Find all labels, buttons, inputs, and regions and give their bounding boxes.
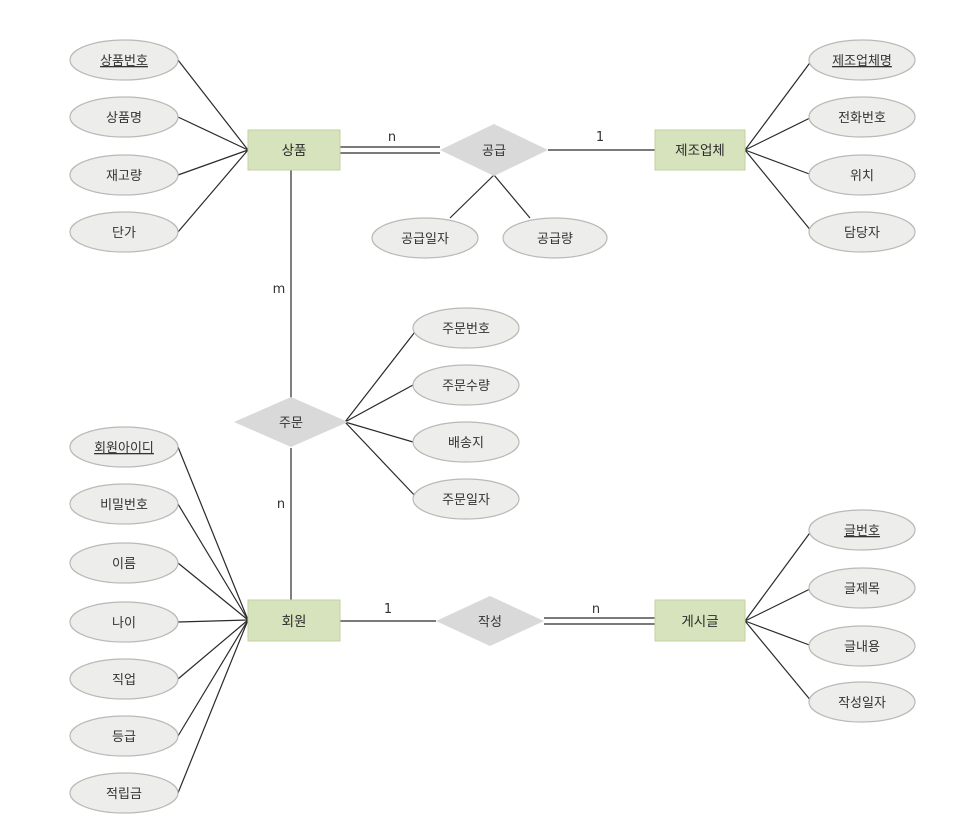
attribute-location-label: 위치: [850, 169, 874, 184]
relationship-write[interactable]: 작성: [436, 596, 544, 646]
connector-order-no: [344, 327, 419, 423]
attribute-stock-label: 재고량: [106, 169, 142, 184]
connector-supply-qty: [493, 174, 531, 219]
relationship-order[interactable]: 주문: [234, 397, 348, 447]
attribute-product-no-label: 상품번호: [100, 54, 148, 69]
connector-job: [177, 619, 249, 680]
relationship-order-label: 주문: [279, 416, 303, 431]
attribute-name[interactable]: 이름: [69, 542, 179, 584]
attribute-order-no-label: 주문번호: [442, 322, 490, 337]
attribute-manager-label: 담당자: [844, 226, 880, 241]
relationship-write-label: 작성: [478, 615, 502, 630]
connector-product-no: [177, 59, 249, 151]
connector-post-content: [744, 620, 813, 647]
attribute-post-date-label: 작성일자: [838, 696, 886, 711]
attribute-post-title-label: 글제목: [844, 582, 880, 597]
connector-supply-date: [449, 174, 495, 219]
attribute-unit-price-label: 단가: [112, 226, 136, 241]
attribute-order-qty-label: 주문수량: [442, 379, 490, 394]
cardinality-product-order: m: [273, 282, 286, 297]
entity-product[interactable]: 상품: [247, 129, 341, 171]
attribute-post-content[interactable]: 글내용: [808, 625, 916, 667]
attribute-product-no[interactable]: 상품번호: [69, 39, 179, 81]
attribute-address[interactable]: 배송지: [412, 421, 520, 463]
connector-grade: [177, 619, 249, 737]
attribute-age-label: 나이: [112, 616, 136, 631]
connector-order-date: [344, 421, 419, 500]
attribute-supply-date[interactable]: 공급일자: [371, 217, 479, 259]
attribute-name-label: 이름: [112, 557, 136, 572]
attribute-phone[interactable]: 전화번호: [808, 96, 916, 138]
attribute-points-label: 적립금: [106, 787, 142, 802]
cardinality-manufacturer-supply: 1: [596, 130, 604, 145]
attribute-product-name[interactable]: 상품명: [69, 96, 179, 138]
connector-age: [177, 619, 249, 623]
attribute-manager[interactable]: 담당자: [808, 211, 916, 253]
attribute-product-name-label: 상품명: [106, 111, 142, 126]
connector-post-date: [744, 620, 813, 703]
entity-post-label: 게시글: [681, 614, 718, 630]
attribute-maker-name[interactable]: 제조업체명: [808, 39, 916, 81]
entity-product-label: 상품: [282, 143, 307, 159]
cardinality-post-write: n: [592, 602, 600, 617]
attribute-address-label: 배송지: [448, 436, 484, 451]
cardinality-product-supply: n: [388, 130, 396, 145]
attribute-maker-name-label: 제조업체명: [832, 54, 892, 69]
attribute-post-no-label: 글번호: [844, 524, 880, 539]
connector-phone: [744, 116, 813, 151]
attribute-age[interactable]: 나이: [69, 601, 179, 643]
attribute-supply-qty-label: 공급량: [537, 232, 573, 247]
attribute-job[interactable]: 직업: [69, 658, 179, 700]
connectors: [177, 59, 813, 794]
entity-member[interactable]: 회원: [247, 599, 341, 642]
attribute-phone-label: 전화번호: [838, 111, 886, 126]
entity-manufacturer-label: 제조업체: [675, 143, 725, 159]
connector-maker-name: [744, 59, 813, 151]
cardinality-member-order: n: [277, 497, 285, 512]
attribute-location[interactable]: 위치: [808, 154, 916, 196]
relationship-supply-label: 공급: [482, 144, 506, 159]
connector-manager: [744, 149, 813, 233]
connector-order-qty: [344, 384, 414, 423]
attribute-supply-date-label: 공급일자: [401, 232, 449, 247]
attribute-supply-qty[interactable]: 공급량: [502, 217, 608, 259]
connector-address: [344, 421, 414, 443]
attribute-password[interactable]: 비밀번호: [69, 483, 179, 525]
connector-post-no: [744, 529, 813, 622]
connector-stock: [177, 149, 249, 176]
connector-post-title: [744, 587, 813, 622]
attribute-grade-label: 등급: [112, 730, 136, 745]
cardinality-member-write: 1: [384, 602, 392, 617]
attribute-post-title[interactable]: 글제목: [808, 567, 916, 609]
entity-member-label: 회원: [282, 614, 307, 630]
entity-post[interactable]: 게시글: [654, 599, 746, 642]
connector-points: [177, 619, 249, 794]
attribute-job-label: 직업: [112, 673, 136, 688]
attribute-post-content-label: 글내용: [844, 640, 880, 655]
connector-location: [744, 149, 813, 176]
attribute-grade[interactable]: 등급: [69, 715, 179, 757]
connector-product-name: [177, 116, 249, 151]
connector-member-id: [177, 446, 249, 621]
connector-unit-price: [177, 149, 249, 233]
connector-name: [177, 562, 249, 621]
attribute-unit-price[interactable]: 단가: [69, 211, 179, 253]
attribute-post-no[interactable]: 글번호: [808, 509, 916, 551]
attribute-order-date-label: 주문일자: [442, 493, 490, 508]
entity-manufacturer[interactable]: 제조업체: [654, 129, 746, 171]
attribute-stock[interactable]: 재고량: [69, 154, 179, 196]
attribute-member-id[interactable]: 회원아이디: [69, 426, 179, 468]
connector-password: [177, 503, 249, 621]
attribute-post-date[interactable]: 작성일자: [808, 681, 916, 723]
relationship-supply[interactable]: 공급: [440, 124, 548, 176]
attribute-points[interactable]: 적립금: [69, 772, 179, 814]
attribute-order-no[interactable]: 주문번호: [412, 307, 520, 349]
attribute-order-qty[interactable]: 주문수량: [412, 364, 520, 406]
attribute-order-date[interactable]: 주문일자: [412, 478, 520, 520]
attribute-password-label: 비밀번호: [100, 498, 148, 513]
attribute-member-id-label: 회원아이디: [94, 441, 154, 456]
